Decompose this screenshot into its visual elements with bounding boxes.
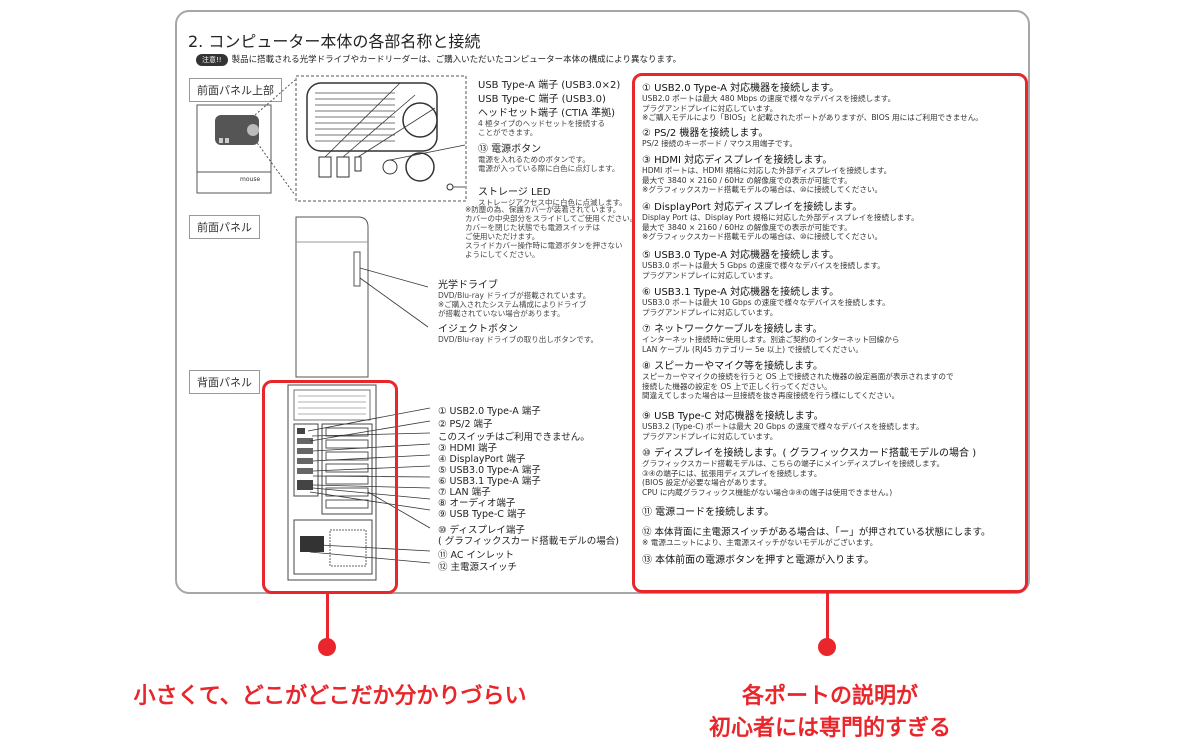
back-label-11: ⑩ ディスプレイ端子: [438, 525, 525, 536]
front-panel-diagram: [295, 216, 429, 378]
highlight-back-panel: [262, 380, 398, 594]
back-label-12: ( グラフィックスカード搭載モデルの場合): [438, 536, 619, 547]
callout-line-left: [326, 591, 329, 641]
back-label-5: ④ DisplayPort 端子: [438, 454, 526, 465]
back-label-1: ① USB2.0 Type-A 端子: [438, 406, 541, 417]
callout-left-text: 小さくて、どこがどこだか分かりづらい: [133, 684, 527, 709]
description-12: ⑫ 本体背面に主電源スイッチがある場合は、「ー」が押されている状態にします。 ※…: [642, 527, 991, 547]
description-11: ⑪ 電源コードを接続します。: [642, 507, 775, 518]
description-4: ④ DisplayPort 対応ディスプレイを接続します。 Display Po…: [642, 202, 919, 241]
back-label-6: ⑤ USB3.0 Type-A 端子: [438, 465, 541, 476]
back-label-8: ⑦ LAN 端子: [438, 487, 491, 498]
back-label-3: このスイッチはご利用できません。: [438, 432, 590, 443]
callout-right-line2: 初心者には専門的すぎる: [708, 716, 951, 741]
front-top-thumbnail: [196, 104, 272, 194]
highlight-descriptions: [632, 73, 1028, 593]
caution-badge: 注意!!: [196, 54, 228, 66]
description-2: ② PS/2 機器を接続します。 PS/2 接続のキーボード / マウス用端子で…: [642, 128, 797, 148]
front-top-label-storage-led: ストレージ LED ストレージアクセス中に白色に点滅します。: [478, 187, 627, 207]
front-cover-note: ※防塵の為、保護カバーが装着されています。 カバーの中央部分をスライドしてご使用…: [465, 205, 638, 259]
page-title: 2. コンピューター本体の各部名称と接続: [188, 32, 481, 51]
back-label-14: ⑫ 主電源スイッチ: [438, 562, 518, 573]
description-10: ⑩ ディスプレイを接続します。( グラフィックスカード搭載モデルの場合 ) グラ…: [642, 448, 977, 497]
section-front-top: 前面パネル上部: [189, 78, 282, 102]
front-label-eject-button: イジェクトボタン DVD/Blu-ray ドライブの取り出しボタンです。: [438, 324, 599, 344]
caution-text: 製品に搭載される光学ドライブやカードリーダーは、ご購入いただいたコンピューター本…: [231, 55, 682, 65]
back-label-10: ⑨ USB Type-C 端子: [438, 509, 526, 520]
description-5: ⑤ USB3.0 Type-A 対応機器を接続します。 USB3.0 ポートは最…: [642, 250, 885, 280]
front-label-optical-drive: 光学ドライブ DVD/Blu-ray ドライブが搭載されています。 ※ご購入され…: [438, 280, 591, 318]
back-panel-diagram: [287, 384, 431, 581]
callout-right-line1: 各ポートの説明が: [741, 684, 918, 709]
callout-dot-right: [818, 638, 836, 656]
front-top-zoom-diagram: [295, 75, 467, 202]
description-9: ⑨ USB Type-C 対応機器を接続します。 USB3.2 (Type-C)…: [642, 411, 924, 441]
section-front: 前面パネル: [189, 215, 260, 239]
front-top-label-power: ⑬ 電源ボタン 電源を入れるためのボタンです。 電源が入っている際に白色に点灯し…: [478, 144, 620, 173]
callout-line-right: [826, 591, 829, 641]
caution-note: 注意!!製品に搭載される光学ドライブやカードリーダーは、ご購入いただいたコンピュ…: [196, 53, 681, 66]
callout-dot-left: [318, 638, 336, 656]
front-top-label-usb-c: USB Type-C 端子 (USB3.0): [478, 94, 606, 105]
description-6: ⑥ USB3.1 Type-A 対応機器を接続します。 USB3.0 ポートは最…: [642, 287, 890, 317]
back-label-13: ⑪ AC インレット: [438, 550, 515, 561]
back-label-4: ③ HDMI 端子: [438, 443, 498, 454]
back-label-9: ⑧ オーディオ端子: [438, 498, 516, 509]
front-top-label-headset: ヘッドセット端子 (CTIA 準拠) 4 極タイプのヘッドセットを接続する こと…: [478, 108, 616, 137]
description-13: ⑬ 本体前面の電源ボタンを押すと電源が入ります。: [642, 555, 875, 566]
section-back: 背面パネル: [189, 370, 260, 394]
description-7: ⑦ ネットワークケーブルを接続します。 インターネット接続時に使用します。別途ご…: [642, 324, 900, 354]
back-label-2: ② PS/2 端子: [438, 419, 493, 430]
front-top-label-usb-a: USB Type-A 端子 (USB3.0×2): [478, 80, 621, 91]
logo: mouse: [240, 176, 261, 183]
back-label-7: ⑥ USB3.1 Type-A 端子: [438, 476, 541, 487]
zoom-connector: [255, 79, 296, 196]
description-3: ③ HDMI 対応ディスプレイを接続します。 HDMI ポートは、HDMI 規格…: [642, 155, 892, 194]
description-8: ⑧ スピーカーやマイク等を接続します。 スピーカーやマイクの接続を行うと OS …: [642, 361, 954, 400]
description-1: ① USB2.0 Type-A 対応機器を接続します。 USB2.0 ポートは最…: [642, 83, 983, 122]
